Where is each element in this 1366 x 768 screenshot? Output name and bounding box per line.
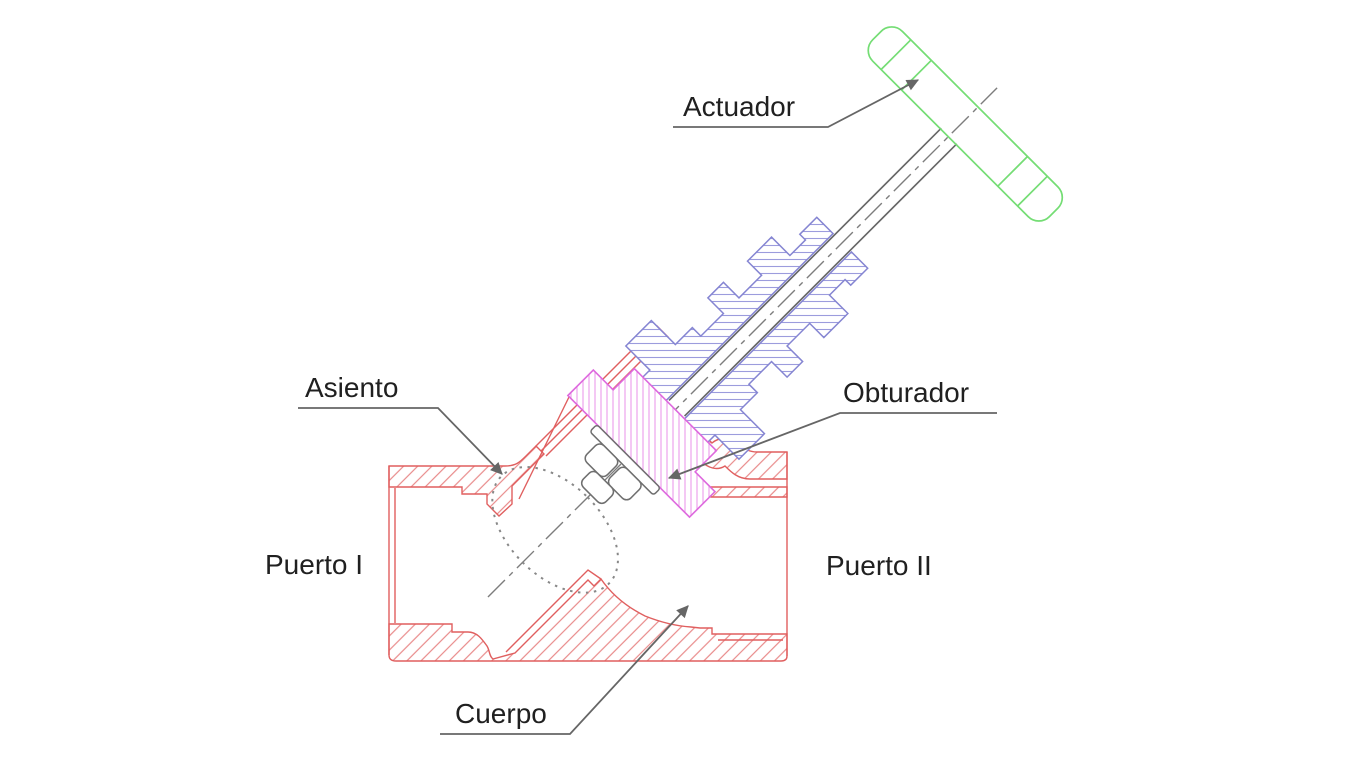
handle-grip-line-3 [997, 155, 1029, 187]
label-plug: Obturador [843, 377, 969, 408]
nut-facet-3 [580, 470, 615, 505]
body-top-left-wall [388, 445, 545, 517]
plug-disc [566, 367, 718, 519]
leader-body [440, 605, 689, 735]
stem-line-2 [683, 143, 958, 417]
leader-seat [298, 407, 503, 475]
stem-line-1 [668, 127, 942, 402]
label-port-1: Puerto I [265, 549, 363, 580]
leader-actuator [673, 79, 920, 128]
nut-facet-2 [607, 466, 642, 501]
bonnet-half-2 [623, 216, 835, 432]
handle-grip-line-4 [1016, 175, 1048, 207]
nut-washer [590, 424, 661, 495]
body-right-thin-band [710, 486, 788, 498]
actuator-handle [867, 26, 1064, 222]
weir-peak [580, 569, 602, 580]
bonnet [623, 216, 869, 462]
plug-disc-section [566, 367, 718, 519]
nut-facet-1 [584, 443, 619, 478]
seat-bore-taper-line [518, 396, 570, 500]
bonnet-half-1 [653, 250, 869, 462]
stem-axis-assembly [487, 26, 1064, 598]
valve-stem [668, 127, 958, 417]
weir-channel-line [505, 576, 582, 653]
stem-nut [580, 424, 661, 505]
annotations: Actuador Asiento Obturador Cuerpo Puerto… [265, 79, 997, 735]
leader-plug [667, 412, 997, 480]
handle-bar [867, 26, 1064, 222]
label-seat: Asiento [305, 372, 398, 403]
body-bottom-wall [388, 577, 788, 662]
label-actuator: Actuador [683, 91, 795, 122]
handle-grip-line-1 [880, 39, 912, 71]
centerline [487, 87, 998, 598]
label-port-2: Puerto II [826, 550, 932, 581]
label-body: Cuerpo [455, 698, 547, 729]
